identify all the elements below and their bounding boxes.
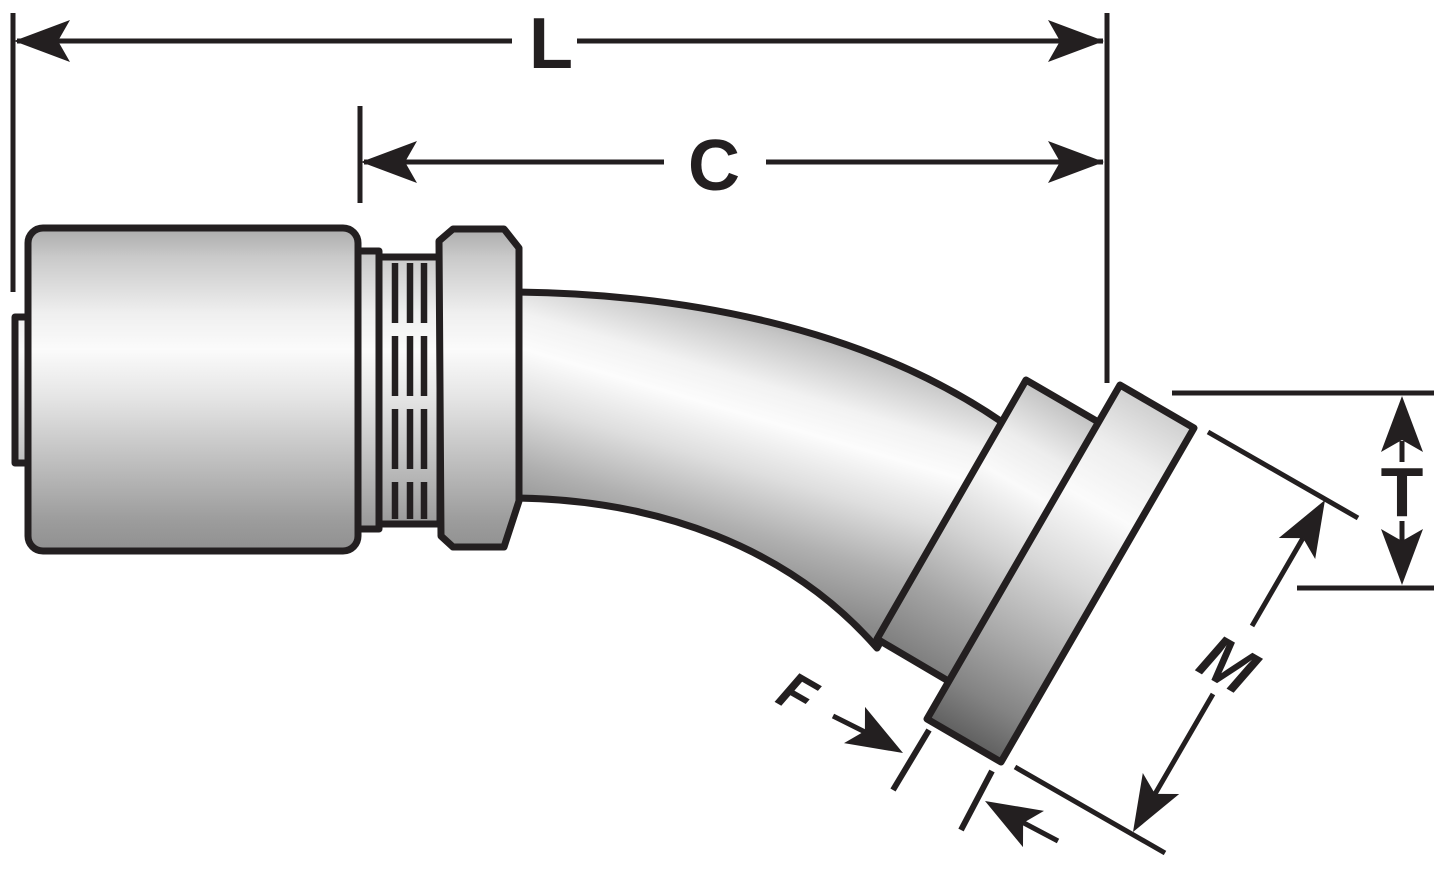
- dimension-label-M: M: [1187, 619, 1271, 709]
- dimension-T: T: [1172, 390, 1434, 591]
- arrow-up-right-icon: [1278, 489, 1344, 559]
- arrow-up-left-icon: [974, 782, 1044, 848]
- extension-line-upper: [1206, 429, 1360, 521]
- flange-disc-front: [923, 381, 1198, 766]
- tick-line-left: [890, 728, 932, 792]
- dimension-label-F: F: [768, 660, 828, 729]
- dim-line: [1020, 819, 1060, 844]
- dimension-L: L: [10, 4, 1110, 383]
- dimension-label-L: L: [529, 4, 573, 84]
- fitting-body: [11, 224, 1198, 766]
- crimp-shell: [24, 224, 362, 555]
- fitting-collar: [435, 225, 523, 551]
- dimension-label-T: T: [1381, 453, 1424, 531]
- dim-line: [1152, 692, 1216, 796]
- dimension-label-C: C: [688, 126, 740, 206]
- dim-line: [831, 713, 869, 736]
- tick-line-right: [958, 769, 995, 832]
- dimension-C: C: [357, 106, 1104, 206]
- arrow-down-right-icon: [844, 706, 914, 772]
- extension-line-lower: [1013, 764, 1167, 856]
- dim-line: [1249, 536, 1306, 628]
